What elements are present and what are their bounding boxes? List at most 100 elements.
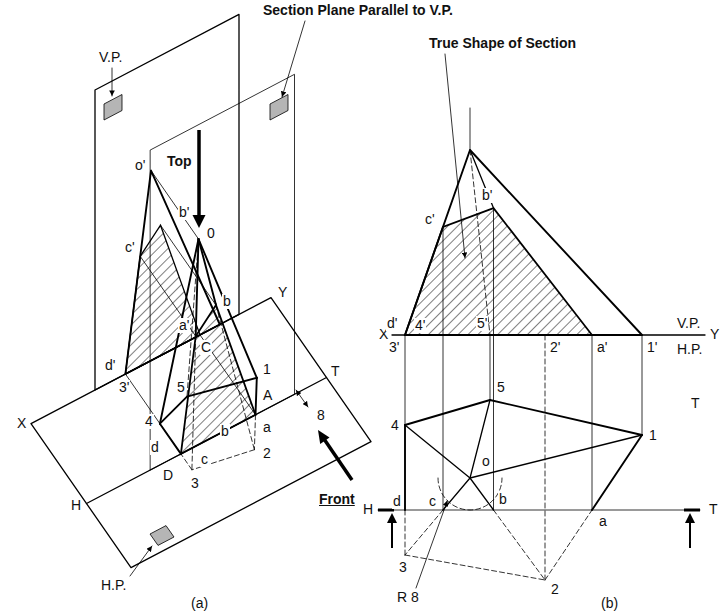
reference-label: X [16, 416, 27, 431]
pyramid-edge [470, 150, 494, 208]
point-label: 3' [388, 340, 400, 355]
view-direction: Top [166, 154, 193, 169]
point-label: b [222, 294, 232, 309]
horizontal-plane [31, 298, 371, 568]
view-direction: Front [318, 492, 356, 507]
view-arrow [391, 522, 393, 548]
point-label: D [162, 468, 174, 483]
axis-line [470, 108, 471, 150]
plane-symbol [150, 526, 174, 546]
hidden-edge [470, 150, 490, 335]
point-label: c [200, 452, 209, 467]
view-arrow [197, 130, 201, 217]
point-label: b [220, 424, 230, 439]
point-label: d [150, 440, 160, 455]
point-label: 5 [496, 380, 506, 395]
leader-arrow [416, 501, 447, 588]
point-label: a [262, 420, 272, 435]
figure-tag: (b) [600, 596, 619, 611]
reference-label: Y [709, 327, 720, 342]
point-label: 3' [118, 380, 130, 395]
plane-name: H.P. [100, 578, 127, 593]
point-label: d' [104, 358, 116, 373]
point-label: c' [124, 240, 136, 255]
pyramid-edge [199, 239, 257, 378]
point-label: 4 [390, 418, 400, 433]
dimension-line [296, 390, 308, 407]
point-label: o [481, 454, 491, 469]
dimension-value: R 8 [396, 590, 420, 605]
pyramid-edge [256, 378, 257, 415]
reference-label: Y [277, 285, 288, 300]
dimension-value: 8 [316, 408, 326, 423]
point-label: a [598, 514, 608, 529]
point-label: o' [134, 158, 146, 173]
top-view-edge [490, 400, 642, 435]
cutting-plane-end [684, 509, 700, 512]
cutting-plane-line [378, 510, 700, 511]
point-label: 5 [176, 380, 186, 395]
projector-line [545, 335, 546, 580]
removed-edge [405, 555, 545, 580]
view-arrow-head [193, 215, 206, 228]
removed-edge [545, 510, 592, 580]
point-label: A [262, 388, 273, 403]
view-arrow [689, 522, 691, 548]
reference-label: T [690, 396, 701, 411]
removed-edge [192, 336, 196, 470]
view-arrow [325, 440, 352, 480]
point-label: 2 [550, 582, 560, 597]
leader-arrow [130, 546, 152, 576]
top-view-edge [470, 400, 490, 478]
view-arrow-head [318, 430, 330, 444]
removed-edge [192, 450, 255, 470]
point-label: a' [596, 340, 608, 355]
point-label: d [392, 494, 402, 509]
leader-arrow [445, 54, 465, 258]
point-label: 2 [262, 446, 272, 461]
section-title: True Shape of Section [428, 36, 577, 51]
pyramid-edge [160, 397, 187, 424]
point-label: c' [424, 212, 436, 227]
projector-line [161, 225, 217, 305]
point-label: 3 [398, 560, 408, 575]
leader-arrow [112, 68, 113, 96]
top-view-edge [405, 400, 490, 425]
point-label: 5' [476, 316, 488, 331]
point-label: 0 [206, 226, 216, 241]
plane-name: V.P. [98, 50, 123, 65]
point-label: 3 [190, 476, 200, 491]
top-view-edge [405, 425, 470, 478]
point-label: b' [178, 205, 190, 220]
removed-edge [216, 305, 254, 450]
plane-symbol [104, 95, 122, 121]
reference-label: H [70, 498, 82, 513]
point-label: 2' [549, 340, 561, 355]
point-label: d' [386, 316, 398, 331]
pyramid-edge [196, 239, 199, 336]
projector-line [490, 335, 491, 400]
view-arrow-head [685, 513, 695, 523]
projector-line [493, 208, 494, 510]
removed-edge [405, 510, 443, 555]
reference-label: T [708, 502, 719, 517]
point-label: a' [178, 318, 190, 333]
plane-title: Section Plane Parallel to V.P. [262, 3, 454, 18]
removed-edge [181, 454, 192, 470]
top-view-edge [404, 425, 406, 510]
true-section [405, 208, 592, 335]
radius-arc [438, 478, 502, 510]
reference-label: T [330, 364, 341, 379]
point-label: 1 [262, 362, 272, 377]
figure-tag: (a) [190, 596, 209, 611]
pyramid-edge [160, 424, 181, 454]
projector-line [405, 335, 406, 425]
projector-line [642, 335, 643, 435]
leader-arrow [282, 21, 305, 97]
point-label: C [200, 340, 212, 355]
pyramid-edge [187, 378, 257, 397]
top-view-edge [470, 478, 494, 510]
plane-name: V.P. [676, 316, 701, 331]
